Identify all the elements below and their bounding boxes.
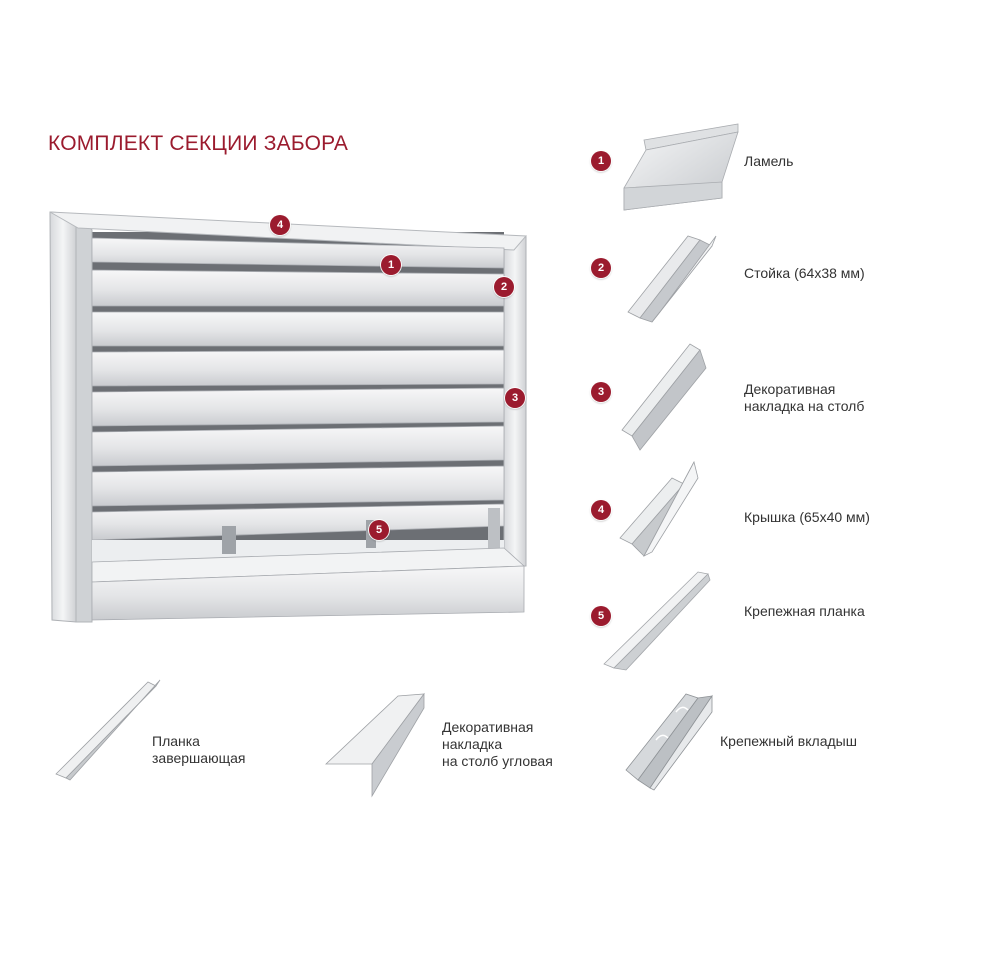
callout-badge-cap: 4 (270, 215, 290, 235)
part-badge-2: 2 (591, 258, 611, 278)
part-badge-3: 3 (591, 382, 611, 402)
part-badge-4: 4 (591, 500, 611, 520)
fastening-insert-illustration (625, 693, 713, 791)
part-badge-1: 1 (591, 151, 611, 171)
part-badge-5: 5 (591, 606, 611, 626)
part-label-fastening-strip: Крепежная планка (744, 603, 865, 619)
decorative-post-cover-illustration (621, 343, 707, 451)
callout-badge-lamel: 1 (381, 255, 401, 275)
extra-label-fastening-insert: Крепежный вкладыш (720, 733, 857, 749)
finishing-strip-illustration (55, 679, 161, 781)
cap-part-illustration (619, 460, 699, 557)
extra-label-finishing-strip: Планка завершающая (152, 733, 246, 766)
callout-badge-fastening-strip: 5 (369, 520, 389, 540)
post-part-illustration (627, 235, 717, 323)
callout-badge-decorative-cover: 3 (505, 388, 525, 408)
page-title: КОМПЛЕКТ СЕКЦИИ ЗАБОРА (48, 132, 349, 155)
part-label-lamel: Ламель (744, 153, 794, 169)
callout-badge-post: 2 (494, 277, 514, 297)
part-label-decorative-cover: Декоративная накладка на столб (744, 381, 865, 414)
fastening-strip-illustration (603, 571, 711, 671)
corner-post-cover-illustration (324, 692, 425, 798)
extra-label-corner-post-cover: Декоративная накладка на столб угловая (442, 719, 553, 769)
lamel-part-illustration (623, 123, 739, 211)
part-label-cap: Крышка (65х40 мм) (744, 509, 870, 525)
part-label-post: Стойка (64х38 мм) (744, 265, 865, 281)
lamels (91, 237, 526, 621)
